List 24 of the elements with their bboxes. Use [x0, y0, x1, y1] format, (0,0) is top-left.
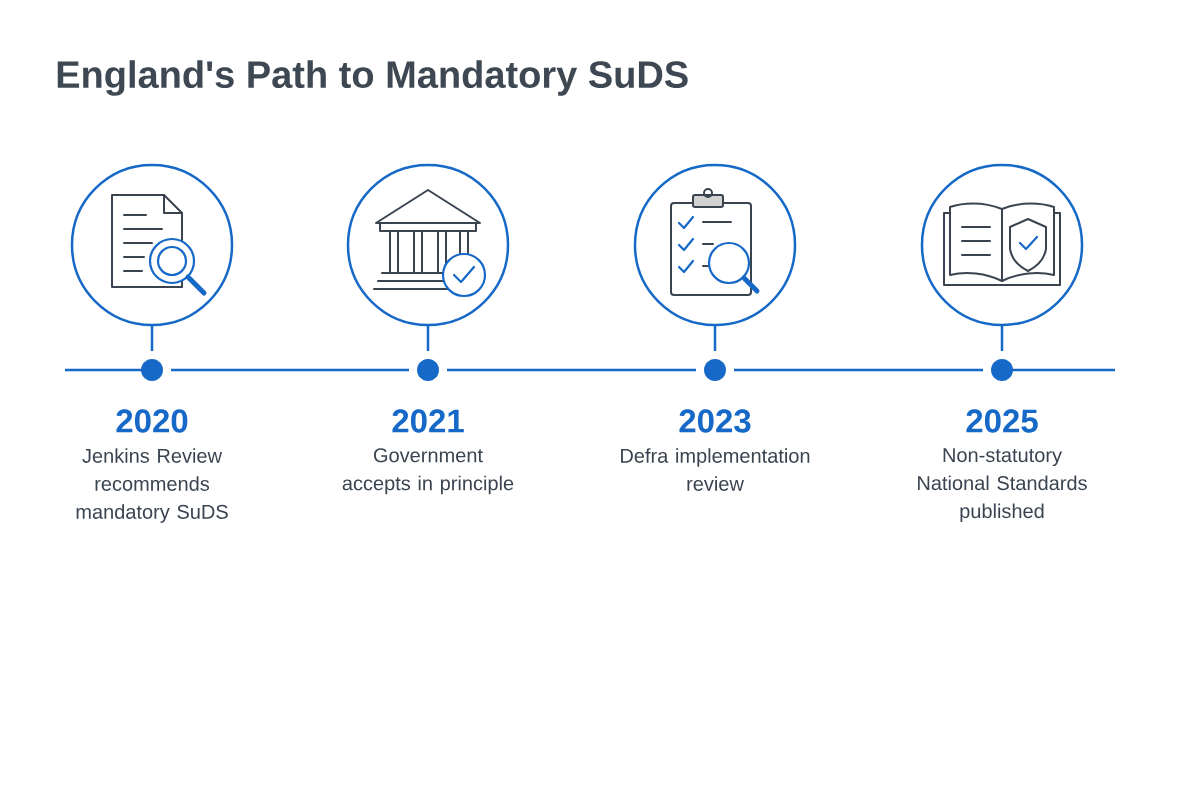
timeline-line — [734, 368, 983, 372]
timeline-dot — [417, 359, 439, 381]
timeline-line — [447, 368, 696, 372]
description-text: Government accepts in principle — [342, 448, 514, 495]
icon-circle — [920, 163, 1084, 327]
connector-line — [713, 325, 717, 351]
timeline-dot — [991, 359, 1013, 381]
year-label: 2023 — [679, 409, 751, 433]
timeline-dot — [704, 359, 726, 381]
year-label: 2025 — [966, 409, 1038, 433]
year-label: 2021 — [392, 409, 464, 433]
description-text: Non-statutory National Standards published — [918, 448, 1087, 523]
icon-circle — [346, 163, 510, 327]
timeline-dot — [141, 359, 163, 381]
icon-circle — [633, 163, 797, 327]
connector-line — [1000, 325, 1004, 351]
icon-circle — [70, 163, 234, 327]
year-label: 2020 — [116, 409, 188, 433]
description-text: Jenkins Review recommends mandatory SuDS — [76, 448, 228, 523]
connector-line — [150, 325, 154, 351]
connector-line — [426, 325, 430, 351]
title: England's Path to Mandatory SuDS — [57, 60, 688, 96]
timeline-line — [171, 368, 409, 372]
description-text: Defra implementation review — [621, 448, 810, 491]
